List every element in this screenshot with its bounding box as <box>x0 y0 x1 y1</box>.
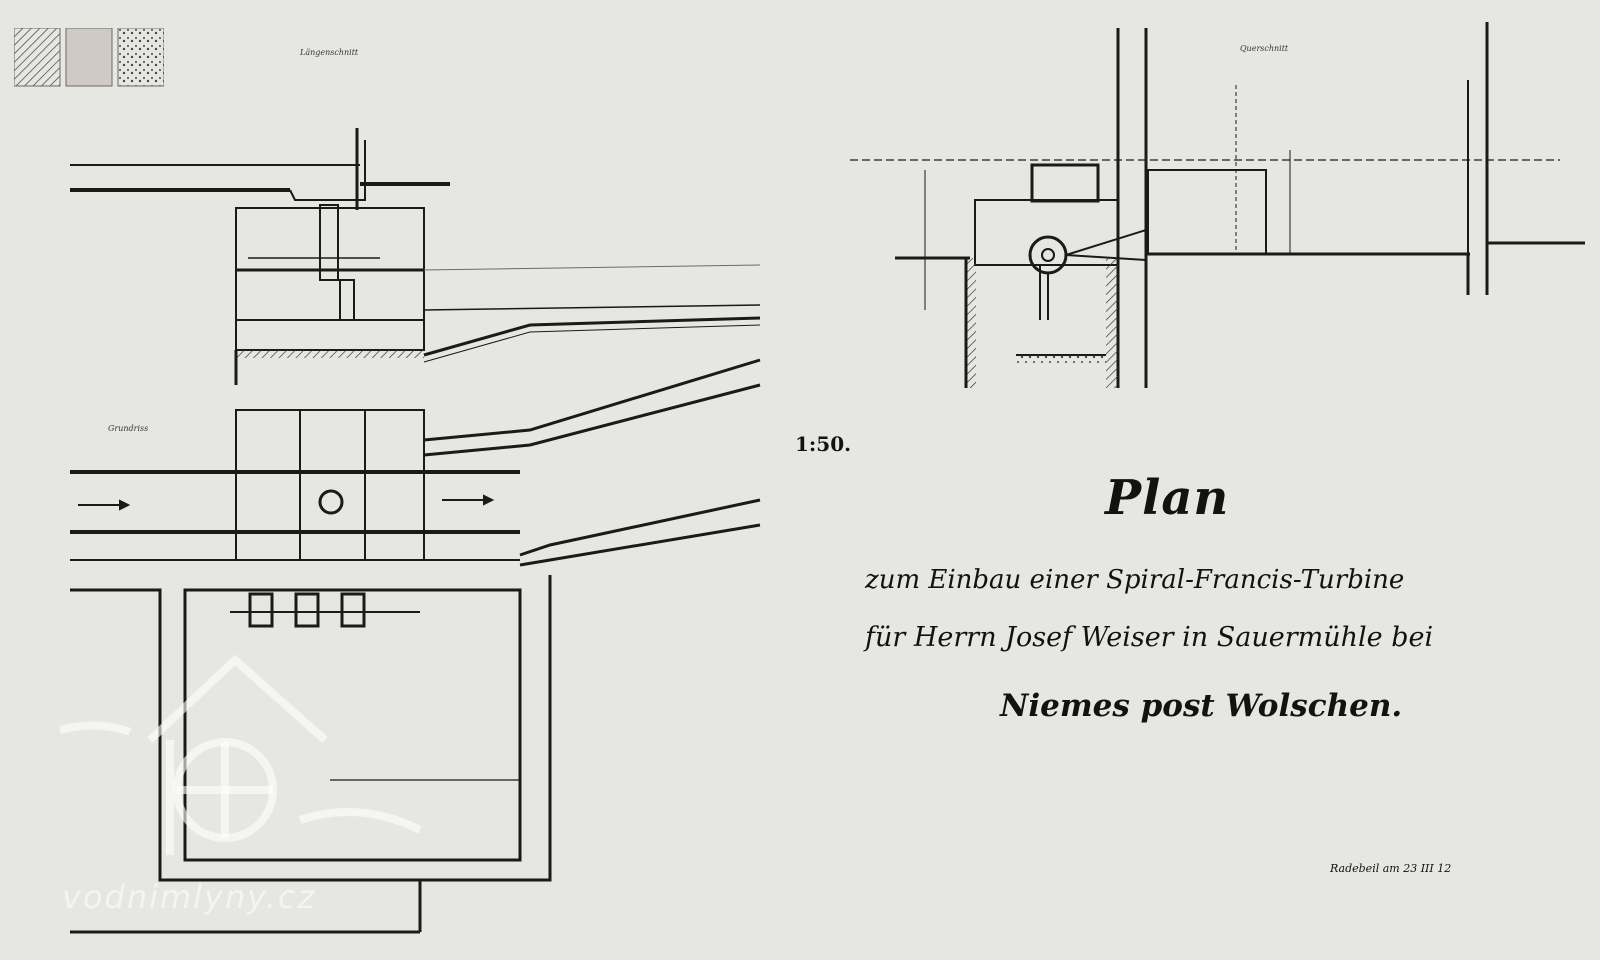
ground-plan <box>70 358 761 934</box>
watermill-logo-icon <box>59 640 440 874</box>
longitudinal-section-label: Längenschnitt <box>300 48 359 57</box>
longitudinal-section <box>70 128 761 385</box>
plan-subtitle-line-2: für Herrn Josef Weiser in Sauermühle bei <box>865 622 1434 653</box>
cross-section <box>850 22 1585 388</box>
plan-title: Plan <box>1105 470 1230 526</box>
cross-section-label: Querschnitt <box>1240 44 1289 53</box>
plan-subtitle-line-3: Niemes post Wolschen. <box>1000 688 1403 724</box>
signature-date: Radebeil am 23 III 12 <box>1330 862 1452 875</box>
legend-swatches <box>13 27 165 92</box>
plan-subtitle-line-1: zum Einbau einer Spiral-Francis-Turbine <box>865 565 1405 595</box>
watermark-text: vodnimlyny.cz <box>62 878 317 916</box>
ground-plan-label: Grundriss <box>108 424 149 433</box>
scale-label: 1:50. <box>795 432 852 456</box>
